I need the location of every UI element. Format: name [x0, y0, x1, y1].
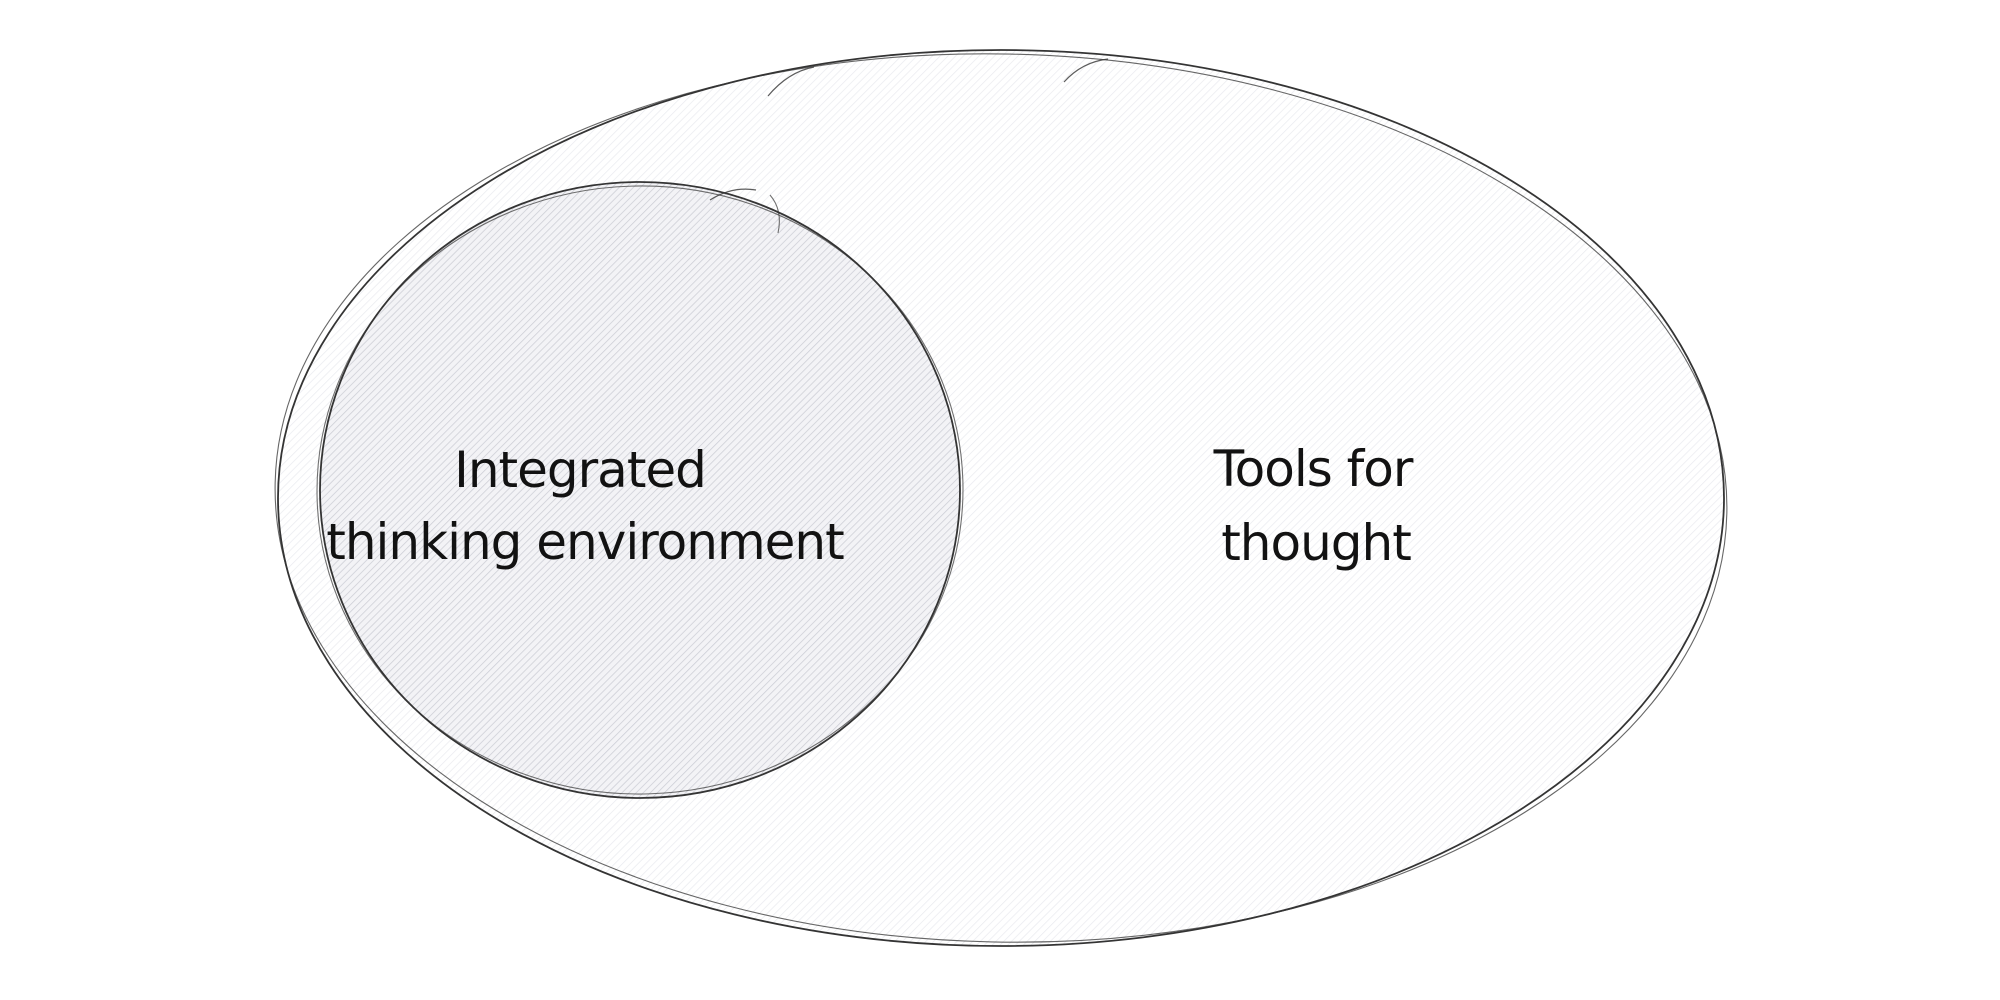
outer-set-sketch-hook-right	[1063, 58, 1109, 83]
outer-set-sketch-hook-left	[767, 66, 815, 97]
inner-set-circle	[319, 181, 961, 799]
outer-set-label-line1: Tools for	[1213, 440, 1414, 498]
inner-set-label-line2: thinking environment	[326, 513, 844, 571]
outer-set-ellipse-second-pass	[274, 53, 1728, 943]
inner-set-circle-second-pass	[316, 185, 964, 795]
inner-set-label-line1: Integrated	[454, 441, 706, 499]
inner-set-sketch-hook	[709, 188, 757, 201]
outer-set-label-line2: thought	[1221, 514, 1411, 572]
outer-set-label: Tools for thought	[1213, 440, 1415, 572]
inner-set-label: Integrated thinking environment	[326, 441, 845, 571]
inner-set-sketch-tail	[769, 194, 780, 234]
inner-set	[316, 181, 964, 799]
